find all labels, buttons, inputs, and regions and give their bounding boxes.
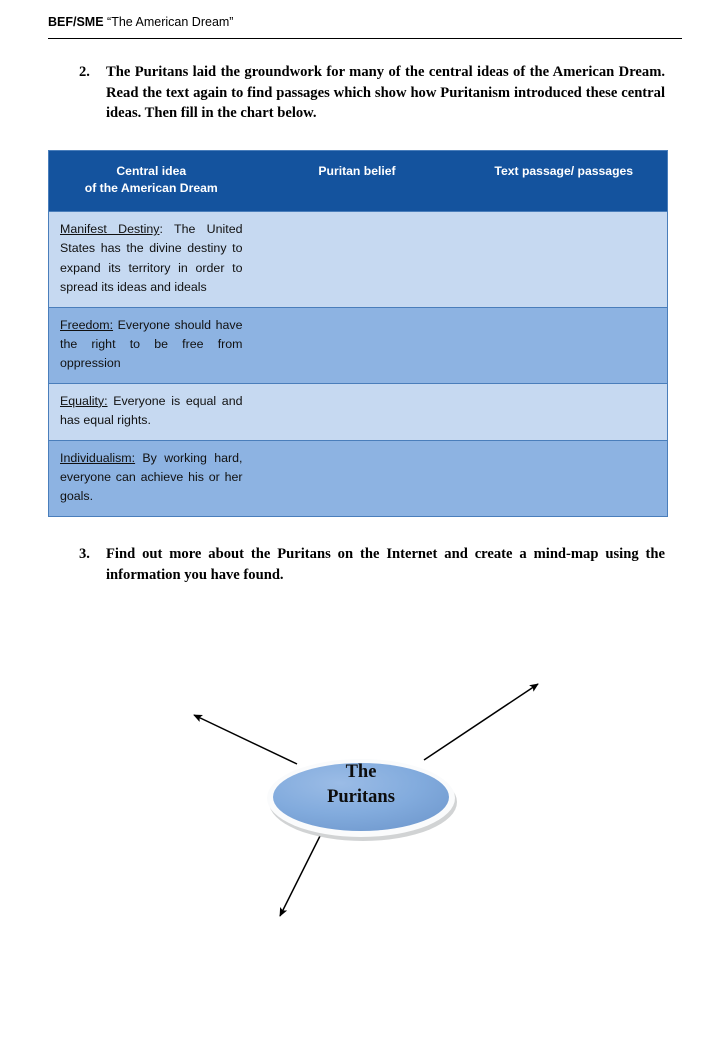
document-header: BEF/SME “The American Dream”	[48, 14, 682, 31]
task-3-number: 3.	[79, 546, 90, 562]
term-label-4: Individualism:	[60, 450, 136, 465]
definition-text-4: By working hard, everyone can achieve hi…	[60, 450, 243, 504]
arrow-up-right	[423, 683, 539, 761]
term-suffix-1: :	[159, 222, 174, 236]
header-code: BEF/SME	[48, 15, 104, 29]
cell-central-idea-2: Freedom: Everyone should have the right …	[48, 306, 254, 384]
mind-map-center-node[interactable]	[273, 763, 449, 831]
cell-puritan-belief-4[interactable]	[253, 439, 461, 517]
cell-puritan-belief-2[interactable]	[253, 306, 461, 384]
term-label-3: Equality:	[60, 393, 108, 408]
table-row: Freedom: Everyone should have the right …	[48, 306, 668, 384]
definition-text-3: Everyone is equal and has equal rights.	[60, 393, 243, 428]
column-header-central-idea: Central idea of the American Dream	[48, 150, 254, 212]
cell-text-passage-2[interactable]	[460, 306, 668, 384]
cell-text-passage-1[interactable]	[460, 211, 668, 308]
cell-central-idea-3: Equality: Everyone is equal and has equa…	[48, 382, 254, 441]
arrow-down-left	[279, 835, 321, 917]
cell-central-idea-1: Manifest Destiny: The United States has …	[48, 211, 254, 308]
column-header-puritan-belief: Puritan belief	[253, 150, 461, 212]
central-ideas-table: Central idea of the American Dream Purit…	[48, 150, 668, 517]
term-label-1: Manifest Destiny	[60, 222, 160, 236]
task-item-3: 3. Find out more about the Puritans on t…	[79, 544, 665, 585]
definition-text-2: Everyone should have the right to be fre…	[60, 317, 243, 371]
header-divider-rule	[48, 38, 682, 39]
table-row: Individualism: By working hard, everyone…	[48, 439, 668, 517]
arrow-up-left	[193, 714, 298, 765]
table-header-row: Central idea of the American Dream Purit…	[48, 150, 668, 212]
term-label-2: Freedom:	[60, 317, 114, 332]
column-header-text-passage: Text passage/ passages	[460, 150, 668, 212]
table-row: Equality: Everyone is equal and has equa…	[48, 382, 668, 441]
column-header-central-idea-line1: Central idea	[116, 164, 187, 178]
header-title: “The American Dream”	[107, 15, 234, 29]
task-item-2: 2. The Puritans laid the groundwork for …	[79, 62, 665, 124]
mind-map-arrows	[193, 683, 539, 917]
definition-text-1: The United States has the divine destiny…	[60, 222, 243, 295]
cell-puritan-belief-1[interactable]	[253, 211, 461, 308]
table-row: Manifest Destiny: The United States has …	[48, 211, 668, 308]
mind-map-diagram: The Puritans	[0, 620, 722, 980]
cell-text-passage-4[interactable]	[460, 439, 668, 517]
task-2-text: The Puritans laid the groundwork for man…	[106, 64, 665, 121]
task-2-number: 2.	[79, 64, 90, 80]
task-3-text: Find out more about the Puritans on the …	[106, 546, 665, 583]
cell-central-idea-4: Individualism: By working hard, everyone…	[48, 439, 254, 517]
cell-puritan-belief-3[interactable]	[253, 382, 461, 441]
column-header-central-idea-line2: of the American Dream	[84, 181, 218, 195]
document-header-line: BEF/SME “The American Dream”	[48, 14, 682, 31]
cell-text-passage-3[interactable]	[460, 382, 668, 441]
